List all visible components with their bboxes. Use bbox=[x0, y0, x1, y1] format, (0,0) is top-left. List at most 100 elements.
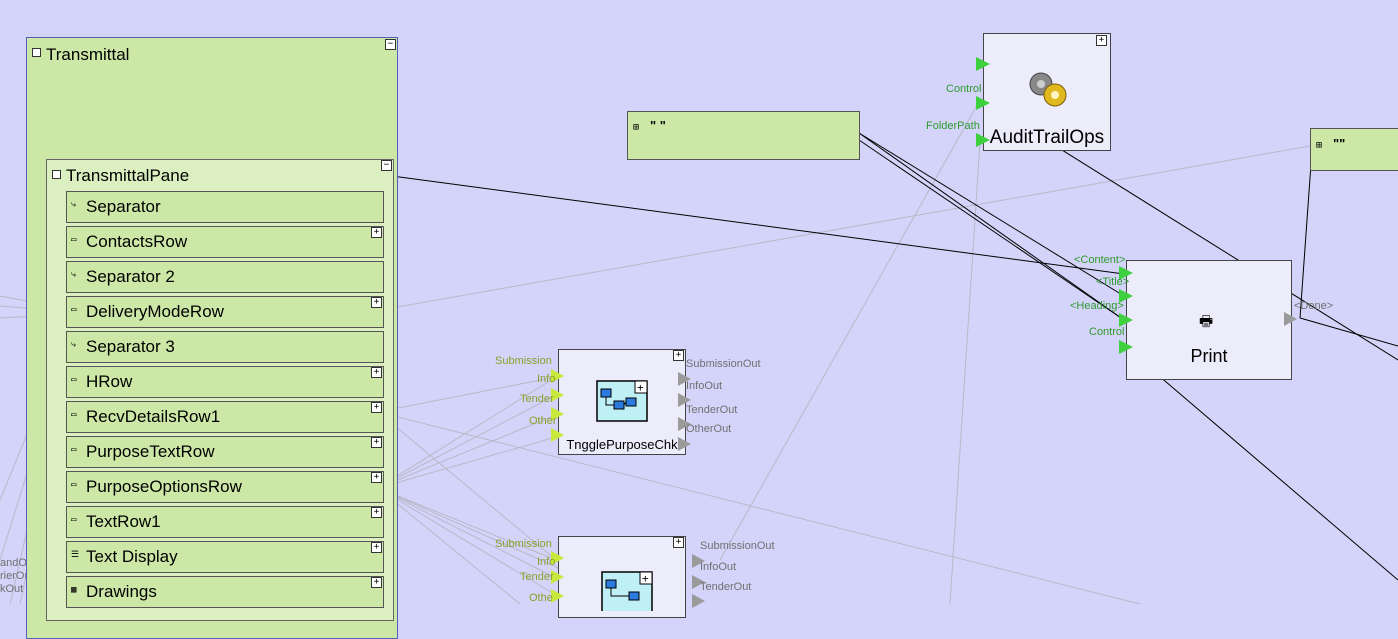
string-value: " " bbox=[650, 118, 666, 133]
input-port[interactable] bbox=[551, 589, 564, 603]
row-recvdetailsrow1[interactable]: ▭ RecvDetailsRow1 + bbox=[66, 401, 384, 433]
input-port[interactable] bbox=[551, 428, 564, 442]
row-label: DeliveryModeRow bbox=[86, 302, 224, 321]
port-label: Info bbox=[537, 556, 556, 568]
collapse-button[interactable]: − bbox=[385, 39, 396, 50]
input-port[interactable] bbox=[1119, 313, 1133, 327]
row-purposeoptionsrow[interactable]: ▭ PurposeOptionsRow + bbox=[66, 471, 384, 503]
expand-button[interactable]: + bbox=[371, 227, 382, 238]
separator-icon: ⤷ bbox=[71, 270, 77, 280]
output-port[interactable] bbox=[678, 437, 691, 451]
row-separator-3[interactable]: ⤷ Separator 3 bbox=[66, 331, 384, 363]
expand-button[interactable]: + bbox=[371, 437, 382, 448]
row-purposetextrow[interactable]: ▭ PurposeTextRow + bbox=[66, 436, 384, 468]
port-label: <Heading> bbox=[1070, 300, 1124, 312]
expand-button[interactable]: + bbox=[371, 542, 382, 553]
row-text-display[interactable]: ☰ Text Display + bbox=[66, 541, 384, 573]
expand-button[interactable]: + bbox=[371, 297, 382, 308]
port-label: Info bbox=[537, 373, 556, 385]
port-label: Othe bbox=[529, 592, 553, 604]
input-port[interactable] bbox=[551, 388, 564, 402]
expand-button[interactable]: + bbox=[371, 402, 382, 413]
checkbox-icon[interactable] bbox=[52, 170, 61, 179]
separator-icon: ⤷ bbox=[71, 200, 77, 210]
collapse-button[interactable]: − bbox=[381, 160, 392, 171]
checkbox-icon[interactable] bbox=[32, 48, 41, 57]
node-title: TngglePurposeChk bbox=[566, 437, 678, 452]
port-label: SubmissionOut bbox=[700, 540, 775, 552]
row-icon: ▭ bbox=[71, 445, 77, 455]
port-label: TenderOut bbox=[700, 581, 752, 593]
expand-button[interactable]: + bbox=[673, 350, 684, 361]
string-node-empty[interactable]: ⊞ "" bbox=[1310, 128, 1398, 171]
output-port[interactable] bbox=[678, 372, 691, 386]
transmittal-pane-title: TransmittalPane bbox=[66, 166, 190, 185]
row-label: HRow bbox=[86, 372, 133, 391]
input-port[interactable] bbox=[976, 133, 990, 147]
transmittal-pane[interactable]: TransmittalPane − ⤷ Separator ▭ Contacts… bbox=[46, 159, 394, 621]
port-label: <Done> bbox=[1294, 300, 1334, 312]
input-port[interactable] bbox=[1119, 266, 1133, 280]
expand-button[interactable]: + bbox=[371, 577, 382, 588]
input-port[interactable] bbox=[1119, 340, 1133, 354]
row-label: Separator bbox=[86, 197, 161, 216]
input-port[interactable] bbox=[1119, 289, 1133, 303]
port-label: Other bbox=[529, 415, 557, 427]
port-label: Tender bbox=[520, 571, 554, 583]
row-contactsrow[interactable]: ▭ ContactsRow + bbox=[66, 226, 384, 258]
row-icon: ▭ bbox=[71, 375, 77, 385]
printer-icon: 🖶 bbox=[1199, 313, 1214, 330]
toggle-node-2[interactable]: + + bbox=[558, 536, 686, 618]
togglepurposechk-node[interactable]: + + TngglePurposeChk bbox=[558, 349, 686, 455]
output-port[interactable] bbox=[1284, 312, 1297, 326]
expand-button[interactable]: + bbox=[371, 367, 382, 378]
grid-icon: ▦ bbox=[71, 585, 77, 595]
row-icon: ▭ bbox=[71, 515, 77, 525]
input-port[interactable] bbox=[551, 551, 564, 565]
port-label: InfoOut bbox=[700, 561, 737, 573]
row-label: Separator 2 bbox=[86, 267, 175, 286]
port-label: Control bbox=[1089, 326, 1125, 338]
expand-button[interactable]: + bbox=[371, 472, 382, 483]
subflow-icon: + bbox=[601, 571, 653, 611]
row-label: PurposeTextRow bbox=[86, 442, 215, 461]
output-port[interactable] bbox=[692, 575, 705, 589]
output-port[interactable] bbox=[692, 594, 705, 608]
output-label: rierOut bbox=[0, 570, 34, 582]
string-icon: ⊞ bbox=[1316, 140, 1323, 151]
output-port[interactable] bbox=[678, 393, 691, 407]
node-title: AuditTrailOps bbox=[989, 127, 1105, 148]
row-hrow[interactable]: ▭ HRow + bbox=[66, 366, 384, 398]
expand-button[interactable]: + bbox=[673, 537, 684, 548]
row-textrow1[interactable]: ▭ TextRow1 + bbox=[66, 506, 384, 538]
input-port[interactable] bbox=[976, 96, 990, 110]
connection-wires bbox=[0, 99, 1398, 604]
audittrailops-node[interactable]: + AuditTrailOps bbox=[983, 33, 1111, 151]
row-separator-2[interactable]: ⤷ Separator 2 bbox=[66, 261, 384, 293]
string-node-space[interactable]: ⊞ " " bbox=[627, 111, 860, 160]
svg-text:+: + bbox=[642, 572, 649, 585]
row-separator[interactable]: ⤷ Separator bbox=[66, 191, 384, 223]
transmittal-title: Transmittal bbox=[46, 45, 130, 64]
print-node[interactable]: 🖶 Print bbox=[1126, 260, 1292, 380]
row-icon: ▭ bbox=[71, 305, 77, 315]
port-label: Submission bbox=[495, 355, 552, 367]
row-icon: ▭ bbox=[71, 480, 77, 490]
svg-text:+: + bbox=[637, 381, 644, 394]
input-port[interactable] bbox=[551, 570, 564, 584]
output-label: kOut bbox=[0, 583, 24, 595]
row-label: ContactsRow bbox=[86, 232, 188, 251]
row-deliverymoderow[interactable]: ▭ DeliveryModeRow + bbox=[66, 296, 384, 328]
expand-button[interactable]: + bbox=[1096, 35, 1107, 46]
output-port[interactable] bbox=[692, 554, 705, 568]
port-label: Tender bbox=[520, 393, 554, 405]
node-title: Print bbox=[1190, 346, 1228, 366]
row-drawings[interactable]: ▦ Drawings + bbox=[66, 576, 384, 608]
input-port[interactable] bbox=[976, 57, 990, 71]
input-port[interactable] bbox=[551, 369, 564, 383]
input-port[interactable] bbox=[551, 407, 564, 421]
expand-button[interactable]: + bbox=[371, 507, 382, 518]
output-port[interactable] bbox=[678, 417, 691, 431]
subflow-icon: + bbox=[596, 380, 648, 422]
port-label: <Title> bbox=[1096, 276, 1130, 288]
